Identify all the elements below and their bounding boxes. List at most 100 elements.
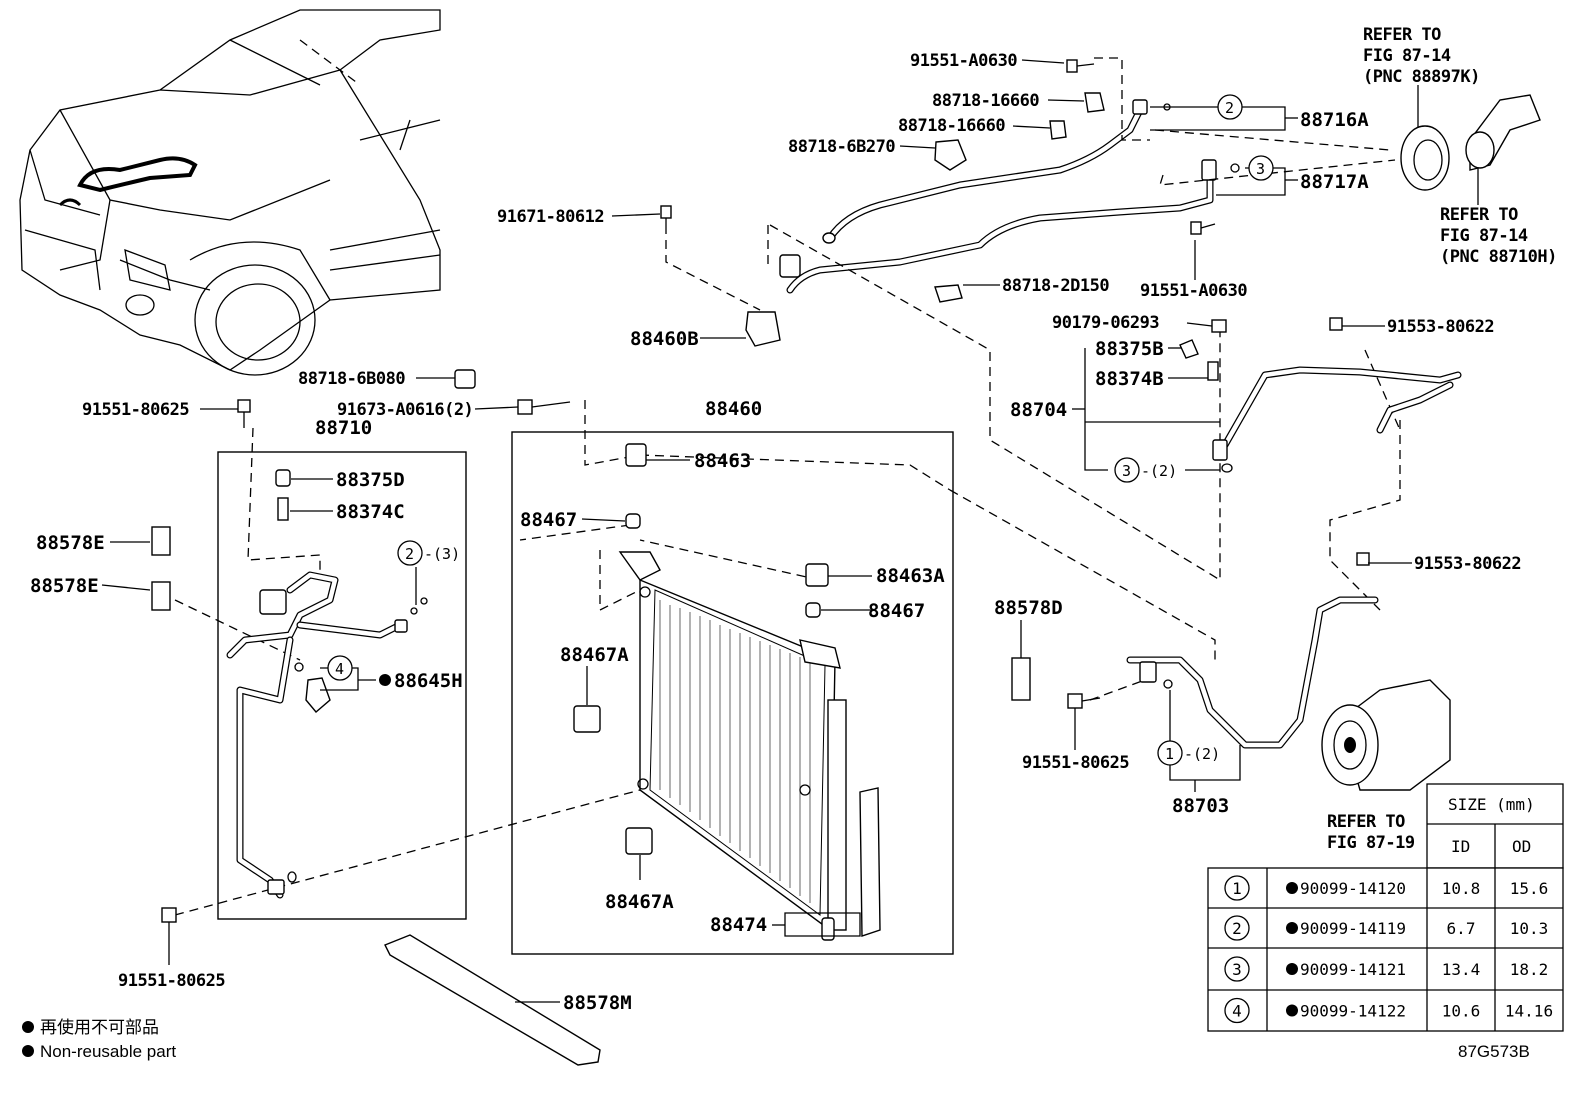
bolt-91673-A0616	[517, 399, 533, 415]
cushion-88467-b	[805, 602, 821, 618]
label-88717A: 88717A	[1300, 171, 1369, 193]
callout-2-top: 2	[1225, 99, 1234, 117]
row-number-circle	[1224, 997, 1250, 1024]
non-reusable-dot	[1286, 963, 1298, 975]
assembly-box-88460	[511, 431, 954, 955]
label-88578E-b: 88578E	[30, 575, 99, 597]
row-inner-diameter: 10.6	[1442, 1002, 1481, 1021]
cushion-88463	[625, 443, 647, 467]
label-88578M: 88578M	[563, 992, 632, 1014]
label-91553-80622-a: 91553-80622	[1387, 317, 1494, 337]
row-part-number: 90099-14122	[1300, 1002, 1406, 1021]
label-91551-A0630-top: 91551-A0630	[910, 51, 1017, 71]
row-number: 2	[1232, 919, 1242, 938]
row-number-circle	[1224, 956, 1250, 982]
label-88375B: 88375B	[1095, 338, 1164, 360]
part-labels: 91551-A0630 88718-16660 88718-16660 8871…	[30, 25, 1557, 1014]
svg-text:REFER TO: REFER TO	[1363, 25, 1441, 45]
reference-note-88897K: REFER TO FIG 87-14 (PNC 88897K)	[1363, 25, 1480, 87]
non-reusable-dot	[379, 674, 391, 686]
bracket-88578E-upper	[151, 526, 171, 556]
svg-text:REFER TO: REFER TO	[1327, 812, 1405, 832]
cushion-88467A-b	[625, 827, 653, 855]
label-88460B: 88460B	[630, 328, 699, 350]
leader-lines	[101, 59, 1412, 1003]
cushion-88467A-a	[573, 705, 601, 733]
row-inner-diameter: 6.7	[1447, 919, 1476, 938]
condenser-88460	[618, 551, 847, 932]
bracket-88578D	[1011, 657, 1031, 701]
cover-88474	[859, 787, 881, 937]
pipe-88704	[1179, 317, 1462, 473]
row-number-circle	[1224, 875, 1250, 901]
callouts: 2 3 2 -(3) 4 3 -(2) 1 -(2)	[327, 94, 1274, 766]
label-88718-6B080: 88718-6B080	[298, 369, 405, 389]
row-outer-diameter: 10.3	[1510, 919, 1549, 938]
cushion-88467-a	[625, 513, 641, 529]
svg-text:REFER TO: REFER TO	[1440, 205, 1518, 225]
row-inner-diameter: 10.8	[1442, 879, 1481, 898]
reference-note-fig-87-19: REFER TO FIG 87-19	[1327, 812, 1415, 853]
label-91673-A0616: 91673-A0616(2)	[337, 400, 473, 420]
row-number: 1	[1232, 879, 1242, 898]
label-88474: 88474	[710, 914, 767, 936]
label-88463A: 88463A	[876, 565, 945, 587]
row-number: 3	[1232, 960, 1242, 979]
svg-text:(PNC 88710H): (PNC 88710H)	[1440, 247, 1557, 267]
bolt-91551-80625-bottom	[161, 907, 177, 923]
label-88460: 88460	[705, 398, 762, 420]
row-number: 4	[1232, 1002, 1242, 1021]
label-88710: 88710	[315, 417, 372, 439]
clip-88718-6B080	[454, 369, 476, 389]
cushion-88463A	[805, 563, 829, 587]
legend-jp: 再使用不可部品	[40, 1017, 159, 1037]
reference-note-88710H: REFER TO FIG 87-14 (PNC 88710H)	[1440, 205, 1557, 267]
svg-text:FIG 87-14: FIG 87-14	[1440, 226, 1528, 246]
qty-callout-3: -(2)	[1141, 462, 1177, 480]
label-88467A-a: 88467A	[560, 644, 629, 666]
label-88718-6B270: 88718-6B270	[788, 137, 895, 157]
svg-text:(PNC 88897K): (PNC 88897K)	[1363, 67, 1480, 87]
label-88718-16660-b: 88718-16660	[898, 116, 1005, 136]
pipe-88710	[226, 469, 428, 899]
label-88467-b: 88467	[868, 600, 925, 622]
label-90179-06293: 90179-06293	[1052, 313, 1159, 333]
legend-en: Non-reusable part	[40, 1042, 176, 1061]
row-inner-diameter: 13.4	[1442, 960, 1481, 979]
label-91551-80625-right: 91551-80625	[1022, 753, 1129, 773]
label-91671-80612: 91671-80612	[497, 207, 604, 227]
callout-3-right: 3	[1122, 462, 1131, 480]
row-outer-diameter: 15.6	[1510, 879, 1549, 898]
size-table-col-id: ID	[1451, 837, 1470, 856]
svg-text:FIG 87-19: FIG 87-19	[1327, 833, 1415, 853]
label-91551-80625-left: 91551-80625	[82, 400, 189, 420]
label-88704: 88704	[1010, 399, 1067, 421]
vehicle-illustration	[19, 9, 441, 376]
non-reusable-dot	[1286, 1004, 1298, 1017]
qty-callout-2: -(3)	[424, 545, 460, 563]
label-88703: 88703	[1172, 795, 1229, 817]
label-91551-80625-bottom: 91551-80625	[118, 971, 225, 991]
assembly-box-88710	[217, 451, 467, 920]
qty-callout-1: -(2)	[1184, 745, 1220, 763]
label-88716A: 88716A	[1300, 109, 1369, 131]
svg-text:FIG 87-14: FIG 87-14	[1363, 46, 1451, 66]
label-88718-16660-a: 88718-16660	[932, 91, 1039, 111]
seal-88578M	[384, 934, 601, 1066]
guide-lines	[174, 57, 1401, 916]
legend: 再使用不可部品 Non-reusable part	[22, 1017, 176, 1061]
label-88463: 88463	[694, 450, 751, 472]
label-88374B: 88374B	[1095, 368, 1164, 390]
label-88578E-a: 88578E	[36, 532, 105, 554]
compressor	[1321, 679, 1451, 791]
pipe-88703	[1067, 552, 1379, 749]
label-88645H: 88645H	[394, 670, 463, 692]
non-reusable-dot	[1286, 922, 1298, 934]
row-outer-diameter: 18.2	[1510, 960, 1549, 979]
label-88718-2D150: 88718-2D150	[1002, 276, 1109, 296]
compressor-fittings	[1400, 85, 1541, 205]
callout-2-left: 2	[405, 545, 414, 563]
